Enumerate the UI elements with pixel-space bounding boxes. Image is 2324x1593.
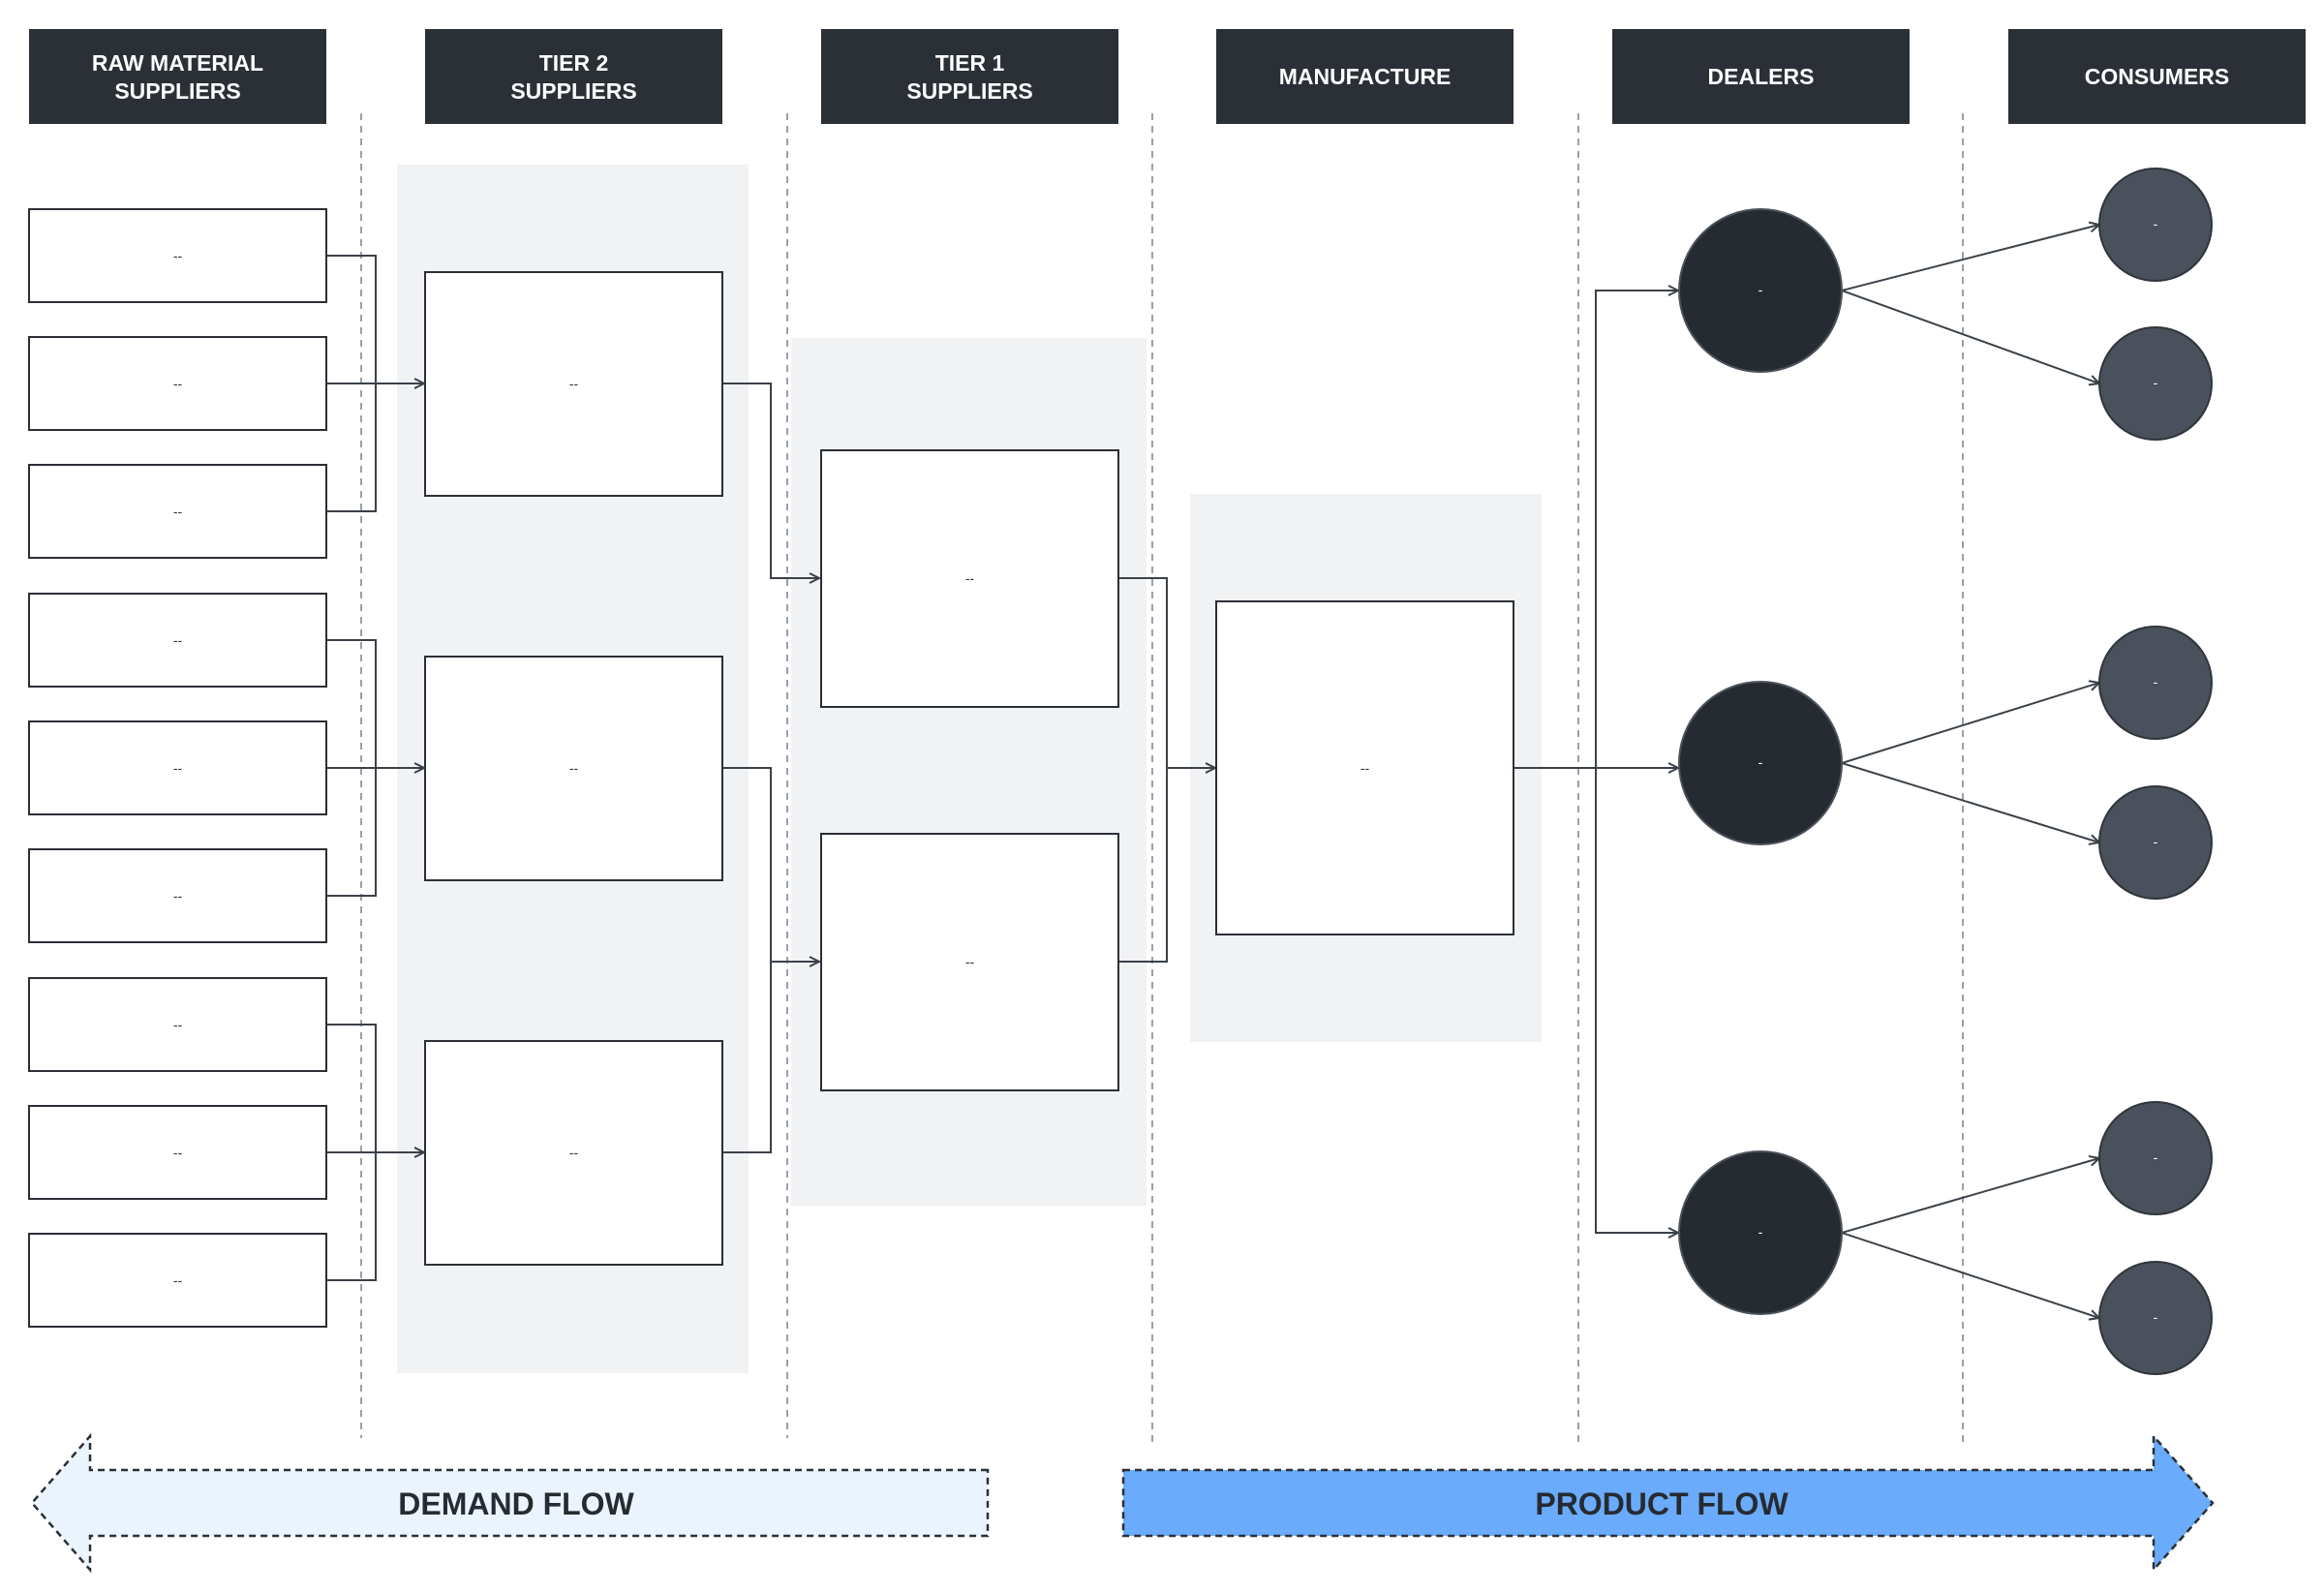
header-line: SUPPLIERS: [510, 78, 636, 104]
connector-line: [722, 767, 772, 1153]
tier1-suppliers: -- --: [820, 449, 1119, 1091]
tier1-supplier-box[interactable]: --: [820, 449, 1119, 708]
node-label: -: [2154, 1149, 2158, 1165]
box-label: --: [173, 1272, 183, 1288]
connector-line: [1841, 290, 2099, 383]
raw-material-supplier-box[interactable]: --: [28, 208, 327, 303]
column-separators: [360, 113, 1964, 1443]
tier2-supplier-box[interactable]: --: [424, 1040, 723, 1266]
consumer-node[interactable]: -: [2098, 1261, 2213, 1375]
consumer-node[interactable]: -: [2098, 626, 2213, 740]
column-header-manufacture: MANUFACTURE: [1216, 29, 1514, 124]
connector-line: [1841, 225, 2099, 291]
column-header-tier2: TIER 2 SUPPLIERS: [425, 29, 722, 124]
box-label: --: [965, 570, 975, 586]
node-label: -: [1758, 282, 1763, 297]
raw-material-supplier-box[interactable]: --: [28, 593, 327, 688]
node-label: -: [1758, 754, 1763, 770]
box-label: --: [173, 632, 183, 648]
raw-material-supplier-box[interactable]: --: [28, 720, 327, 815]
header-line: SUPPLIERS: [114, 78, 240, 104]
raw-material-supplier-box[interactable]: --: [28, 1233, 327, 1328]
raw-material-supplier-box[interactable]: --: [28, 464, 327, 559]
column-header-tier1: TIER 1 SUPPLIERS: [821, 29, 1118, 124]
raw-material-supplier-box[interactable]: --: [28, 977, 327, 1072]
box-label: --: [173, 248, 183, 263]
box-label: --: [173, 760, 183, 776]
connector-line: [1595, 290, 1678, 1233]
box-label: --: [173, 504, 183, 519]
connector-line: [1118, 577, 1168, 963]
header-line: TIER 1: [935, 50, 1005, 76]
node-label: -: [2154, 674, 2158, 689]
raw-material-suppliers: -- -- -- -- -- -- -- --: [28, 208, 327, 1328]
box-label: --: [173, 888, 183, 904]
tier2-suppliers: -- -- --: [424, 271, 723, 1266]
raw-material-supplier-box[interactable]: --: [28, 1105, 327, 1200]
column-header-raw-material: RAW MATERIAL SUPPLIERS: [29, 29, 326, 124]
demand-flow-arrow: DEMAND FLOW: [30, 1432, 990, 1574]
box-label: --: [173, 376, 183, 391]
consumer-node[interactable]: -: [2098, 326, 2213, 441]
product-flow-label: PRODUCT FLOW: [1535, 1486, 1789, 1521]
consumer-node[interactable]: -: [2098, 785, 2213, 900]
header-line: MANUFACTURE: [1279, 64, 1452, 89]
node-label: -: [2154, 834, 2158, 849]
connector-line: [1841, 1158, 2099, 1234]
demand-flow-label: DEMAND FLOW: [398, 1486, 634, 1521]
header-line: TIER 2: [539, 50, 609, 76]
dealers: - - -: [1678, 208, 1843, 1315]
node-label: -: [2154, 1309, 2158, 1325]
box-label: --: [173, 1145, 183, 1160]
dealer-node[interactable]: -: [1678, 1150, 1843, 1315]
manufacture-box[interactable]: --: [1215, 600, 1514, 935]
tier2-supplier-box[interactable]: --: [424, 656, 723, 881]
header-line: RAW MATERIAL: [92, 50, 263, 76]
box-label: --: [965, 954, 975, 969]
consumer-node[interactable]: -: [2098, 168, 2213, 282]
tier1-supplier-box[interactable]: --: [820, 833, 1119, 1091]
raw-material-supplier-box[interactable]: --: [28, 848, 327, 943]
dealer-node[interactable]: -: [1678, 681, 1843, 845]
raw-material-supplier-box[interactable]: --: [28, 336, 327, 431]
connector-line: [1841, 1232, 2099, 1318]
column-header-consumers: CONSUMERS: [2008, 29, 2306, 124]
header-line: DEALERS: [1708, 64, 1815, 89]
connector-line: [722, 383, 819, 578]
consumers: - - - - - -: [2098, 168, 2213, 1375]
box-label: --: [569, 760, 579, 776]
tier2-supplier-box[interactable]: --: [424, 271, 723, 497]
node-label: -: [2154, 216, 2158, 231]
connector-line: [1841, 683, 2099, 764]
connectors: [326, 225, 2099, 1318]
box-label: --: [569, 376, 579, 391]
header-line: CONSUMERS: [2085, 64, 2230, 89]
node-label: -: [1758, 1224, 1763, 1240]
consumer-node[interactable]: -: [2098, 1101, 2213, 1215]
box-label: --: [173, 1017, 183, 1032]
node-label: -: [2154, 375, 2158, 390]
product-flow-arrow: PRODUCT FLOW: [1121, 1432, 2215, 1574]
column-header-dealers: DEALERS: [1612, 29, 1910, 124]
box-label: --: [569, 1145, 579, 1160]
header-line: SUPPLIERS: [906, 78, 1032, 104]
connector-line: [1841, 762, 2099, 842]
box-label: --: [1361, 760, 1370, 776]
dealer-node[interactable]: -: [1678, 208, 1843, 373]
